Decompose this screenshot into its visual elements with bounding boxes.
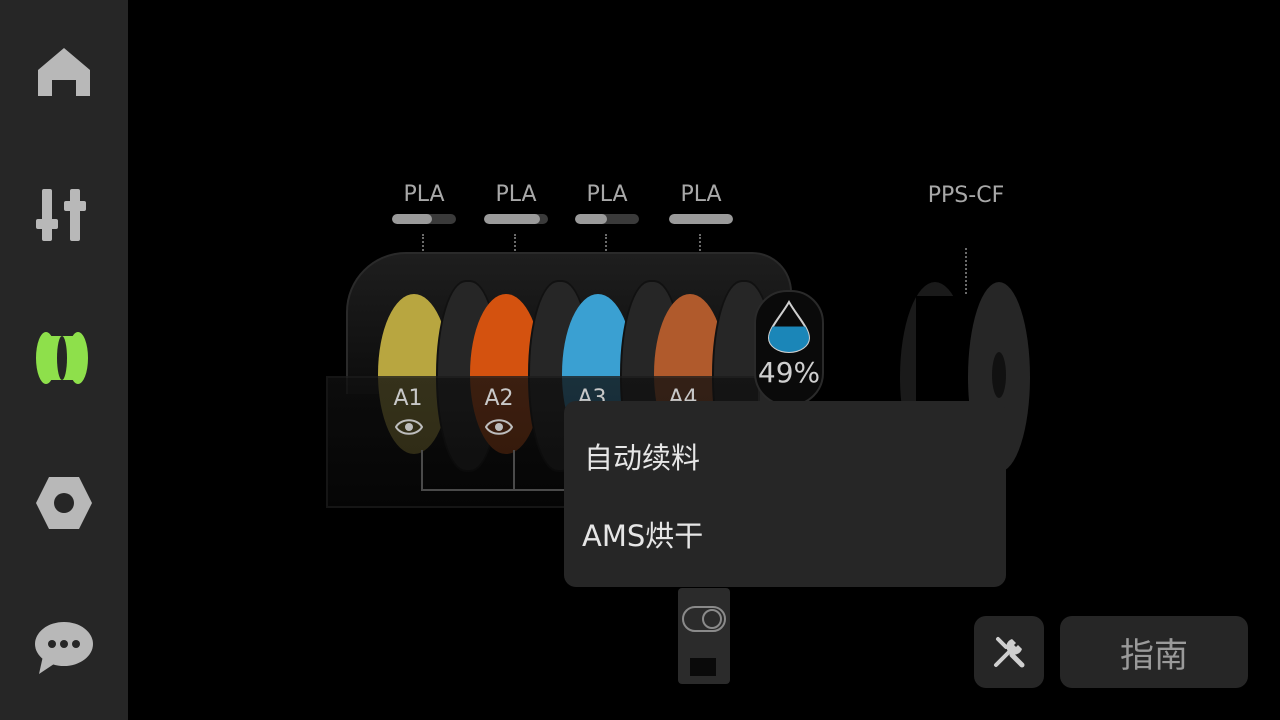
tools-button[interactable] [974,616,1044,688]
slot-a1-material: PLA [403,182,445,207]
nav-messages[interactable] [0,598,128,698]
slot-a2-eye-icon[interactable] [485,416,513,438]
slot-a4-remaining-bar [669,214,733,224]
wrench-screwdriver-icon [994,637,1025,668]
external-spool-hub [992,352,1006,398]
slot-a2-name: A2 [484,386,514,411]
chat-icon [35,622,93,674]
slot-a4-material: PLA [680,182,722,207]
humidity-value: 49% [757,356,821,389]
external-spool-material: PPS-CF [927,183,1005,208]
toolhead-nozzle [690,658,716,676]
slot-a3-material: PLA [586,182,628,207]
menu-item-auto-refill[interactable]: 自动续料 [584,441,701,475]
nav-filament[interactable] [0,308,128,408]
nav-settings[interactable] [0,453,128,553]
toolhead [678,588,730,684]
sliders-icon [36,189,86,241]
nav-home[interactable] [0,22,128,122]
context-menu: 自动续料 AMS烘干 [564,401,1006,587]
nut-icon [36,477,92,529]
external-connector [965,248,967,294]
menu-item-ams-drying[interactable]: AMS烘干 [582,519,704,553]
feed-path [421,450,570,491]
home-icon [38,48,90,96]
slot-a1-name: A1 [393,386,423,411]
filament-icon [36,332,88,384]
humidity-indicator[interactable] [754,290,824,406]
toolhead-switch [682,606,726,632]
slot-a2-material: PLA [495,182,537,207]
guide-button[interactable]: 指南 [1060,616,1248,688]
sidebar [0,0,128,720]
nav-controls[interactable] [0,165,128,265]
slot-a1-eye-icon[interactable] [395,416,423,438]
slot-a3-remaining-bar [575,214,639,224]
humidity-drop-icon [767,300,811,353]
slot-a1-remaining-bar [392,214,456,224]
slot-a2-remaining-bar [484,214,548,224]
